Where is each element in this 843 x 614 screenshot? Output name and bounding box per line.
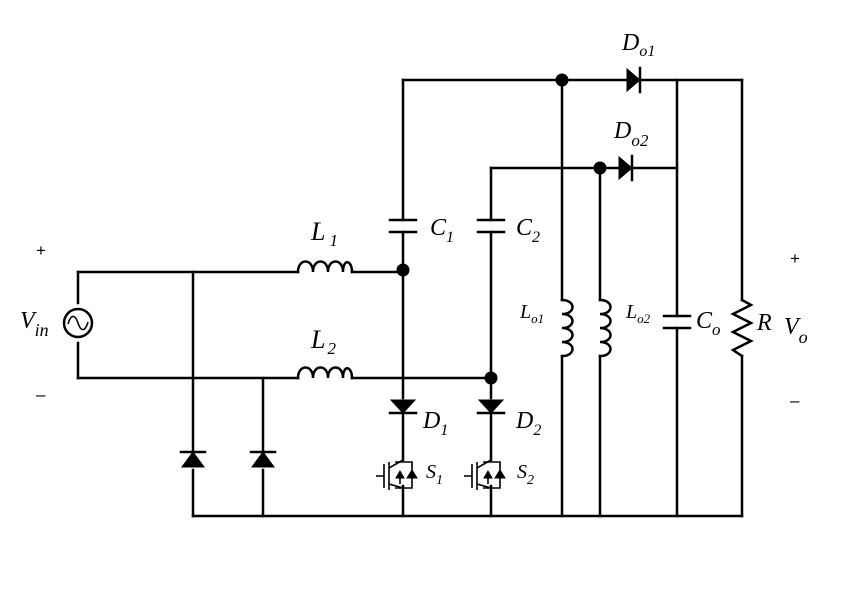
lo1-label: Lo1 — [519, 301, 544, 326]
junction-dot — [396, 263, 410, 277]
switch-s2 — [464, 459, 506, 490]
diode-do2 — [618, 154, 634, 182]
co-label: Co — [696, 308, 721, 339]
vin-minus-sign: – — [36, 385, 46, 404]
vo-minus-sign: – — [790, 391, 800, 410]
vin-plus-sign: + — [36, 241, 46, 260]
junctions — [396, 73, 607, 385]
vo-plus-sign: + — [790, 249, 800, 268]
ac-source — [62, 307, 94, 339]
resistor-r — [730, 298, 754, 358]
s1-label: S1 — [426, 461, 443, 488]
d1-label: D1 — [422, 408, 448, 439]
capacitor-co — [662, 314, 692, 330]
do2-label: Do2 — [613, 118, 649, 150]
c1-label: C1 — [430, 215, 454, 246]
switch-s1 — [376, 459, 418, 490]
vin-label: Vin — [20, 308, 49, 340]
junction-dot — [555, 73, 569, 87]
vo-label: Vo — [784, 314, 808, 347]
inductor-lo2 — [598, 298, 612, 358]
lo2-label: Lo2 — [625, 301, 651, 326]
inductor-l1 — [296, 260, 354, 274]
capacitor-c2 — [476, 218, 506, 234]
wires — [76, 78, 744, 518]
s2-label: S2 — [517, 461, 534, 488]
c2-label: C2 — [516, 215, 540, 246]
bridge-diode-right — [249, 450, 277, 468]
d2-label: D2 — [515, 408, 541, 439]
bridge-diode-left — [179, 450, 207, 468]
r-label: R — [756, 310, 772, 336]
junction-dot — [593, 161, 607, 175]
diode-d1 — [388, 399, 418, 415]
capacitor-c1 — [388, 218, 418, 234]
junction-dot — [484, 371, 498, 385]
diode-d2 — [476, 399, 506, 415]
diode-do1 — [626, 66, 642, 94]
inductor-l2 — [296, 366, 354, 380]
do1-label: Do1 — [621, 30, 655, 60]
inductor-lo1 — [560, 298, 574, 358]
